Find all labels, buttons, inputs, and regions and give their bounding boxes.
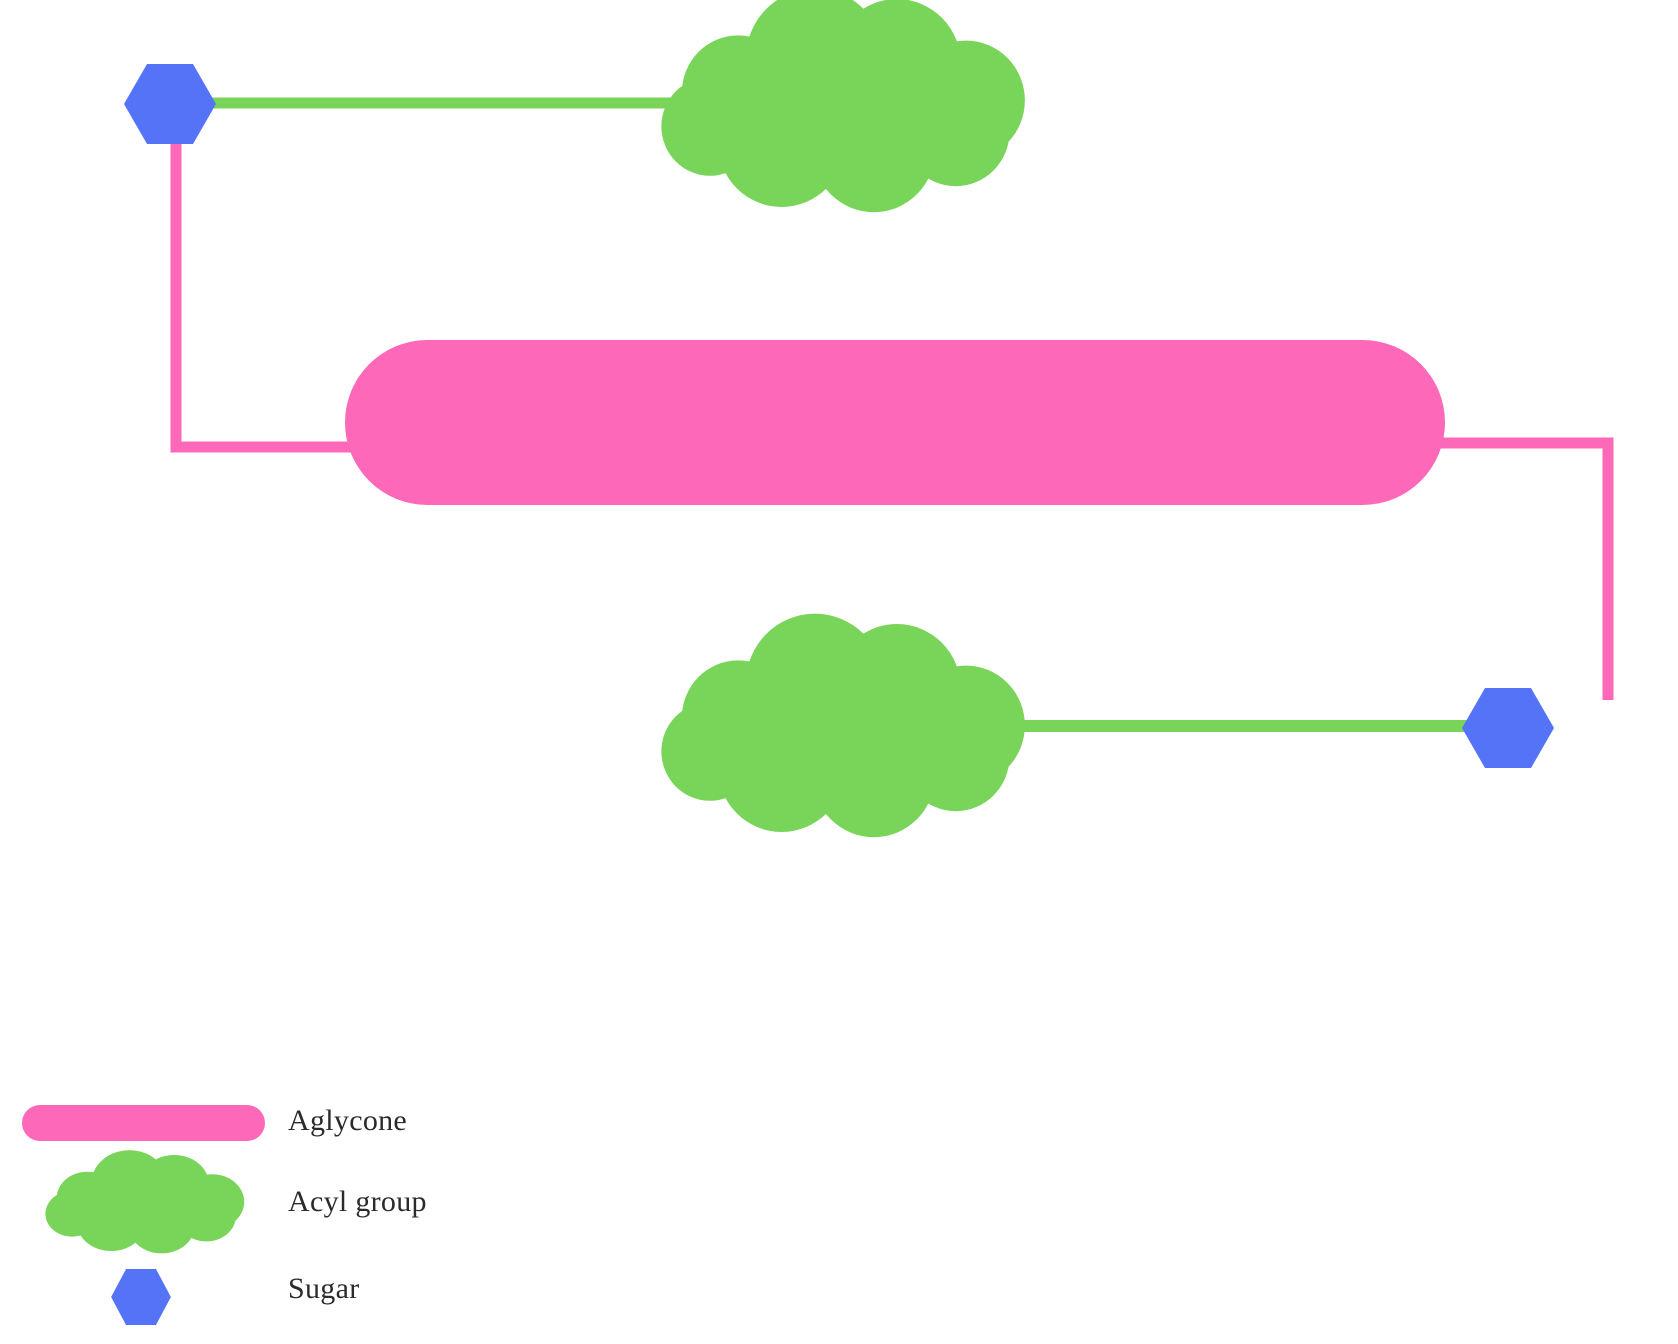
sugar-hexagon-top-left — [124, 64, 216, 144]
legend-swatches — [22, 1105, 265, 1325]
aglycone-bar — [345, 340, 1445, 505]
edge-aglycone-to-sugar-bottom-right — [1430, 437, 1614, 700]
sugar-hexagon-bottom-right — [1462, 688, 1554, 768]
acyl-cloud-bottom — [661, 613, 1025, 838]
bond-edges — [170, 97, 1614, 732]
legend-label-aglycone: Aglycone — [288, 1104, 408, 1137]
legend-label-acyl-group: Acyl group — [288, 1185, 427, 1218]
legend-swatch-sugar — [111, 1269, 171, 1325]
edge-sugar-top-left-to-aglycone — [170, 130, 352, 453]
legend-swatch-acyl-group — [45, 1150, 245, 1254]
legend-swatch-aglycone — [22, 1105, 265, 1141]
acyl-cloud-top — [661, 0, 1025, 213]
legend-label-sugar: Sugar — [288, 1272, 360, 1305]
